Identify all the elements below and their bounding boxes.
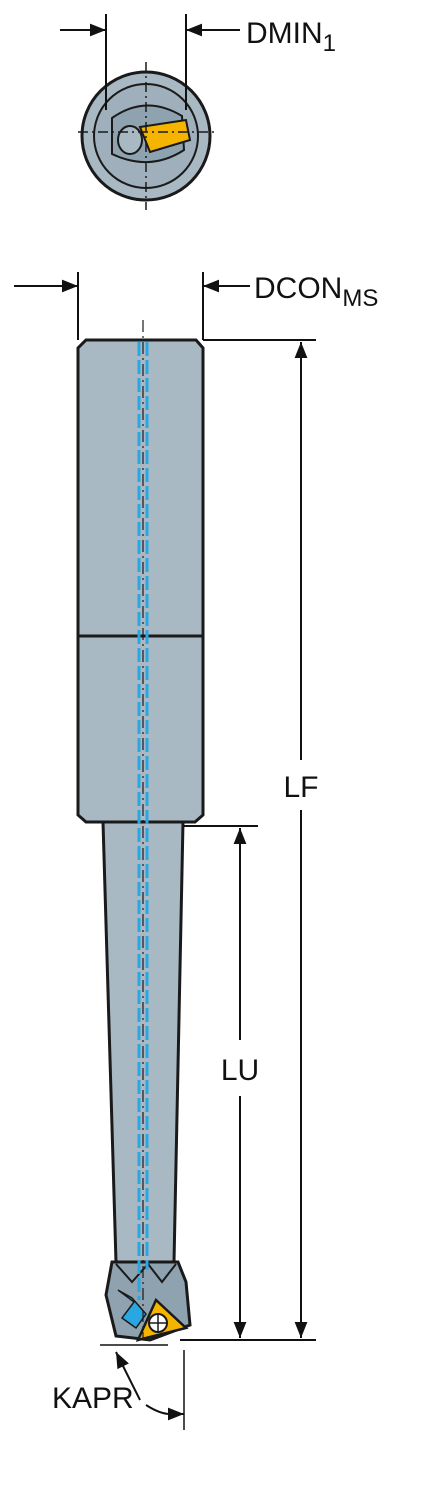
cutting-head	[104, 1260, 192, 1342]
kapr-dimension	[100, 1344, 185, 1430]
lf-dimension	[180, 339, 316, 1341]
kapr-label: KAPR	[52, 1382, 134, 1415]
dmin-dimension	[60, 14, 240, 110]
lu-dimension	[183, 825, 258, 1338]
dcon-label: DCONMS	[254, 272, 378, 312]
lf-label: LF	[283, 771, 318, 804]
dmin-label: DMIN1	[246, 17, 336, 57]
coolant-channel	[137, 320, 149, 1340]
end-view	[78, 62, 214, 210]
lu-label: LU	[221, 1054, 259, 1087]
dcon-dimension	[14, 272, 250, 340]
